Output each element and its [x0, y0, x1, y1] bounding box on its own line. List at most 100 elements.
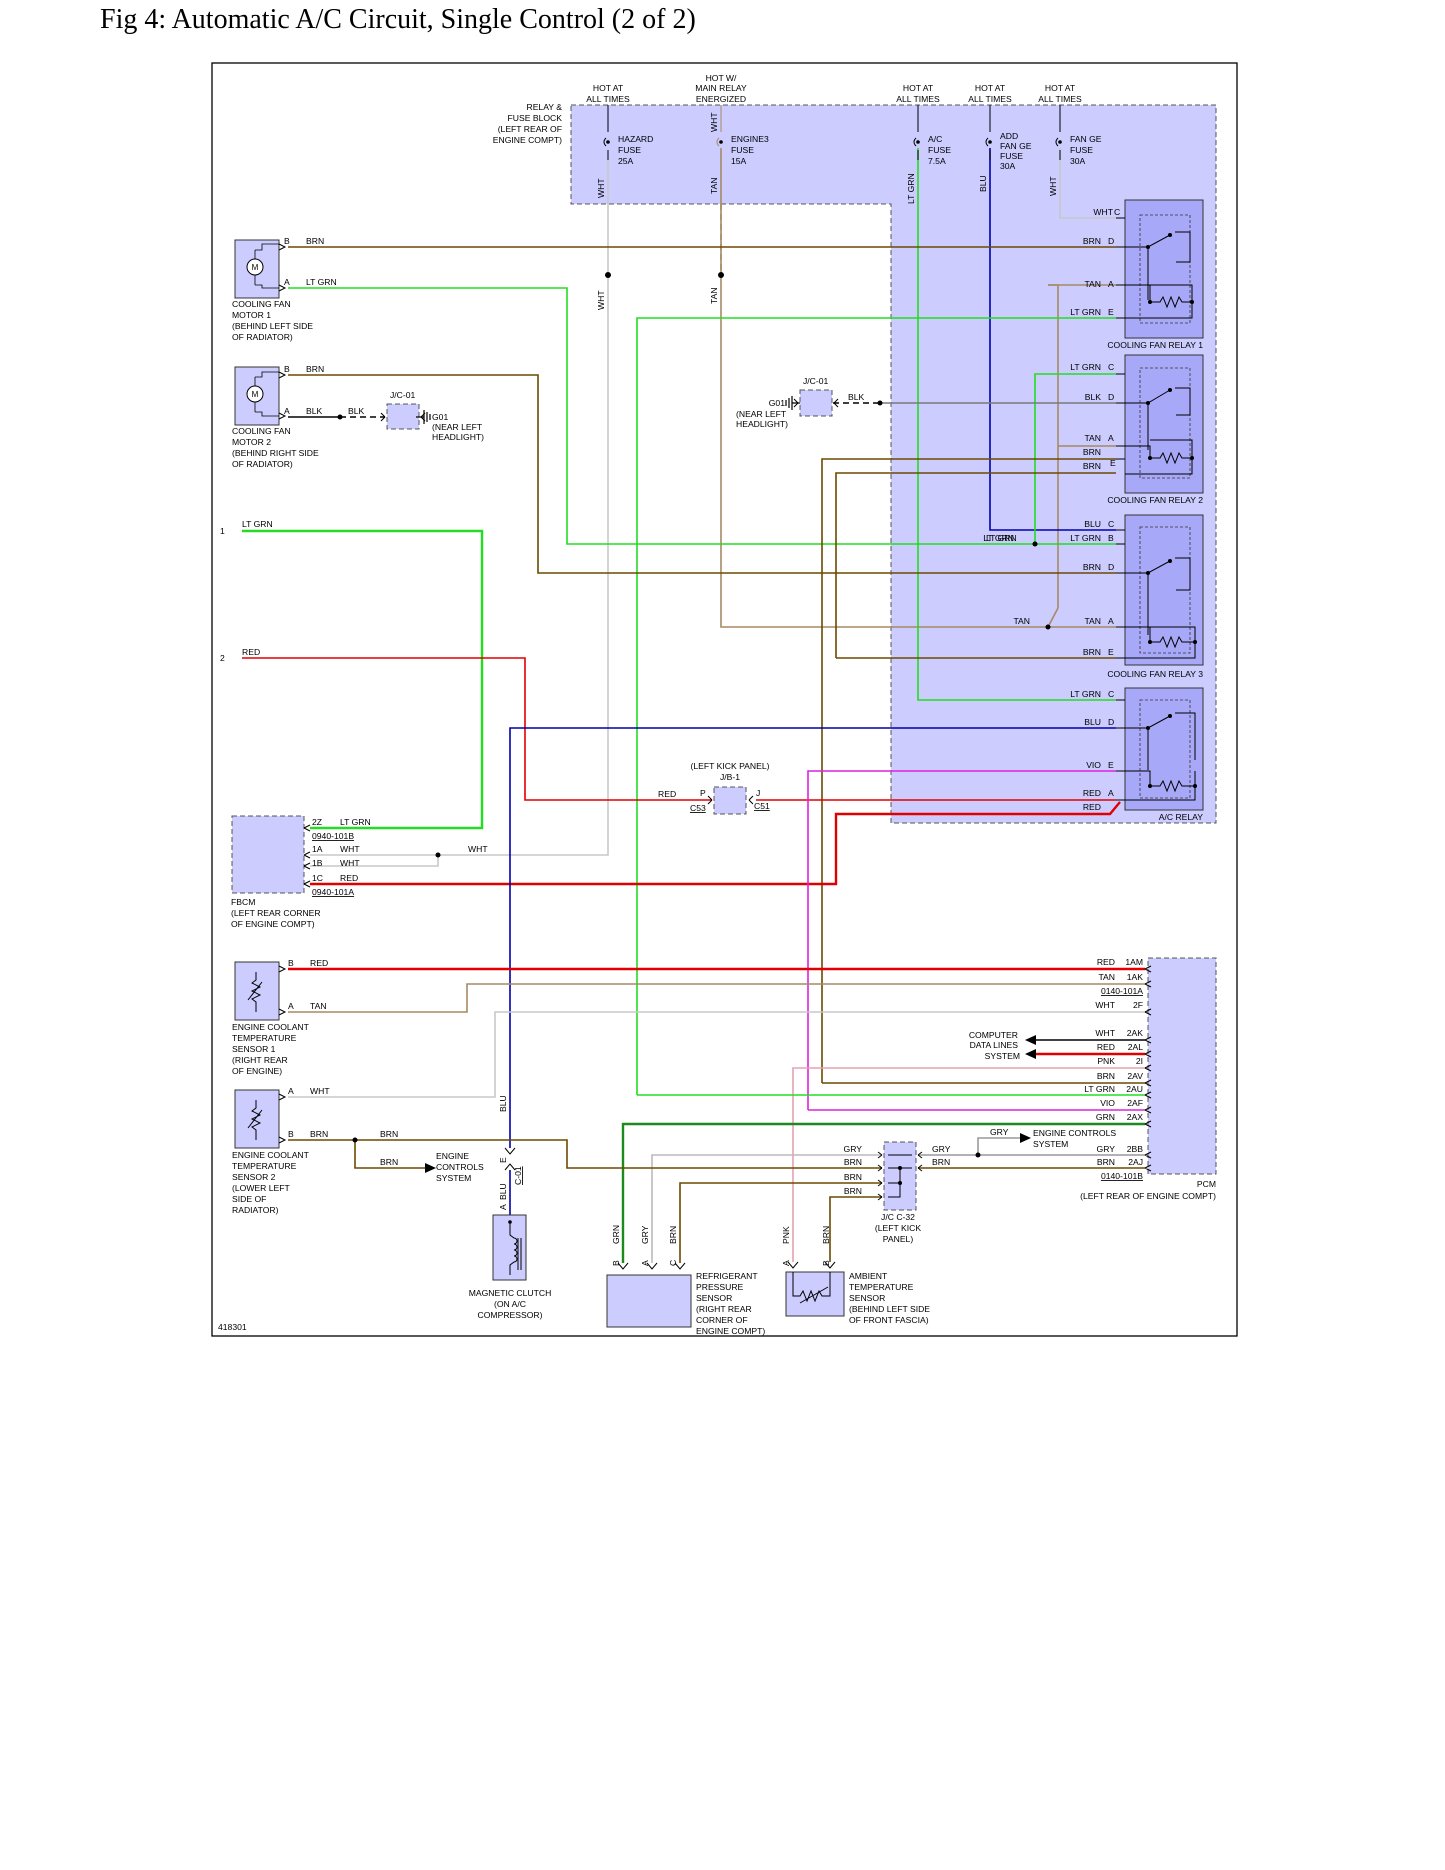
- svg-text:BLU: BLU: [1084, 717, 1101, 727]
- svg-text:BRN: BRN: [844, 1172, 862, 1182]
- svg-text:C53: C53: [690, 803, 706, 813]
- svg-text:AMBIENT: AMBIENT: [849, 1271, 888, 1281]
- svg-text:TAN: TAN: [1084, 616, 1101, 626]
- svg-text:ALL TIMES: ALL TIMES: [968, 94, 1012, 104]
- svg-text:COOLING FAN RELAY 2: COOLING FAN RELAY 2: [1107, 495, 1203, 505]
- input-2: 2: [220, 653, 225, 663]
- splice-gry: [975, 1152, 981, 1158]
- svg-text:OF RADIATOR): OF RADIATOR): [232, 332, 293, 342]
- svg-text:A: A: [1108, 279, 1114, 289]
- svg-text:COOLING FAN: COOLING FAN: [232, 426, 291, 436]
- svg-text:ENGINE COOLANT: ENGINE COOLANT: [232, 1022, 310, 1032]
- svg-text:HOT AT: HOT AT: [975, 83, 1006, 93]
- svg-text:RED: RED: [1083, 788, 1101, 798]
- svg-text:WHT: WHT: [709, 112, 719, 132]
- svg-text:PRESSURE: PRESSURE: [696, 1282, 744, 1292]
- svg-text:FUSE: FUSE: [928, 145, 951, 155]
- svg-text:D: D: [1108, 236, 1114, 246]
- svg-text:LT GRN: LT GRN: [1070, 533, 1101, 543]
- svg-text:HOT AT: HOT AT: [593, 83, 624, 93]
- svg-text:(ON A/C: (ON A/C: [494, 1299, 526, 1309]
- svg-text:SENSOR 2: SENSOR 2: [232, 1172, 276, 1182]
- svg-text:1B: 1B: [312, 858, 323, 868]
- fbcm: 2Z LT GRN 0940-101B 1A WHT WHT 1B WHT 1C…: [231, 817, 488, 929]
- svg-text:COOLING FAN: COOLING FAN: [232, 299, 291, 309]
- svg-text:PNK: PNK: [1097, 1056, 1115, 1066]
- svg-text:D: D: [1108, 562, 1114, 572]
- wire-grn-2ax: [621, 1122, 1145, 1263]
- svg-text:(LEFT REAR CORNER: (LEFT REAR CORNER: [231, 908, 321, 918]
- splice-blk-relay2: [877, 400, 883, 406]
- svg-text:(BEHIND LEFT SIDE: (BEHIND LEFT SIDE: [849, 1304, 930, 1314]
- svg-text:C: C: [1108, 689, 1114, 699]
- svg-text:A: A: [498, 1204, 508, 1210]
- svg-text:A/C RELAY: A/C RELAY: [1159, 812, 1204, 822]
- fuse-block-label: RELAY & FUSE BLOCK (LEFT REAR OF ENGINE …: [493, 102, 562, 145]
- splice-blk-fan2: [337, 414, 343, 420]
- svg-text:ENGINE COOLANT: ENGINE COOLANT: [232, 1150, 310, 1160]
- svg-text:OF RADIATOR): OF RADIATOR): [232, 459, 293, 469]
- splice-tan-relay3: [1045, 624, 1051, 630]
- wire-gry-refrig: [651, 1154, 882, 1263]
- svg-text:BRN: BRN: [306, 364, 324, 374]
- svg-text:COMPRESSOR): COMPRESSOR): [478, 1310, 543, 1320]
- svg-text:B: B: [284, 364, 290, 374]
- svg-text:(LEFT KICK PANEL): (LEFT KICK PANEL): [691, 761, 770, 771]
- svg-text:2AJ: 2AJ: [1128, 1157, 1143, 1167]
- svg-text:A: A: [284, 406, 290, 416]
- svg-text:B: B: [288, 958, 294, 968]
- fbcm-box: [231, 815, 305, 894]
- svg-text:OF ENGINE COMPT): OF ENGINE COMPT): [231, 919, 315, 929]
- engine-controls-system-gry: GRY ENGINE CONTROLS SYSTEM GRY BRN: [932, 1127, 1116, 1167]
- svg-text:BLK: BLK: [848, 392, 865, 402]
- svg-text:D: D: [1108, 392, 1114, 402]
- wire-pnk: [792, 1067, 1145, 1262]
- svg-text:GRN: GRN: [611, 1225, 621, 1244]
- svg-text:30A: 30A: [1070, 156, 1086, 166]
- svg-text:BLU: BLU: [498, 1095, 508, 1112]
- svg-text:HOT AT: HOT AT: [903, 83, 934, 93]
- svg-text:(LEFT REAR OF: (LEFT REAR OF: [498, 124, 562, 134]
- svg-text:TAN: TAN: [1084, 433, 1101, 443]
- computer-data-lines-system: COMPUTER DATA LINES SYSTEM: [969, 1030, 1036, 1061]
- svg-text:(BEHIND RIGHT SIDE: (BEHIND RIGHT SIDE: [232, 448, 319, 458]
- svg-text:BLU: BLU: [978, 175, 988, 192]
- fuse-add-fan-ge: HOT AT ALL TIMES ADD FAN GE FUSE 30A BLU: [968, 83, 1032, 192]
- svg-text:BLU: BLU: [498, 1183, 508, 1200]
- svg-text:FUSE: FUSE: [1070, 145, 1093, 155]
- svg-text:E: E: [1110, 458, 1116, 468]
- svg-text:0940-101A: 0940-101A: [312, 887, 354, 897]
- refrigerant-pressure-sensor: GRN GRY BRN B A C REFRIGERANT PRESSURE S…: [606, 1225, 765, 1336]
- splice-tan: [718, 272, 724, 278]
- label-tan-relay3-splice: TAN: [1013, 616, 1030, 626]
- svg-text:REFRIGERANT: REFRIGERANT: [696, 1271, 758, 1281]
- fuse-hazard: HOT AT ALL TIMES HAZARD FUSE 25A WHT: [586, 83, 653, 198]
- svg-text:(NEAR LEFT: (NEAR LEFT: [432, 422, 483, 432]
- svg-text:RED: RED: [658, 789, 676, 799]
- svg-text:BLK: BLK: [348, 406, 365, 416]
- figure-title: Fig 4: Automatic A/C Circuit, Single Con…: [100, 4, 696, 35]
- svg-text:ENGINE CONTROLS: ENGINE CONTROLS: [1033, 1128, 1116, 1138]
- svg-text:BRN: BRN: [310, 1129, 328, 1139]
- svg-text:LT GRN: LT GRN: [1070, 307, 1101, 317]
- label-wht-splice: WHT: [596, 290, 606, 310]
- svg-text:ADD: ADD: [1000, 131, 1018, 141]
- svg-text:HAZARD: HAZARD: [618, 134, 653, 144]
- svg-text:A/C: A/C: [928, 134, 942, 144]
- wire-tan-ect1: [288, 983, 1145, 1013]
- wire-brn-fan2: [288, 374, 1116, 574]
- wire-brn-refrig: [679, 1182, 882, 1263]
- wire-ltgrn-fan1: [288, 287, 1116, 545]
- svg-text:A: A: [288, 1001, 294, 1011]
- svg-text:E: E: [1108, 307, 1114, 317]
- svg-text:ENGINE COMPT): ENGINE COMPT): [696, 1326, 765, 1336]
- svg-text:WHT: WHT: [1048, 176, 1058, 196]
- engine-coolant-temp-sensor-2: A WHT B BRN BRN ENGINE COOLANT TEMPERATU…: [232, 1086, 398, 1215]
- svg-text:BLK: BLK: [306, 406, 323, 416]
- svg-text:A: A: [1108, 616, 1114, 626]
- svg-text:B: B: [288, 1129, 294, 1139]
- svg-text:G01: G01: [769, 398, 785, 408]
- svg-text:J: J: [756, 788, 760, 798]
- svg-text:BRN: BRN: [932, 1157, 950, 1167]
